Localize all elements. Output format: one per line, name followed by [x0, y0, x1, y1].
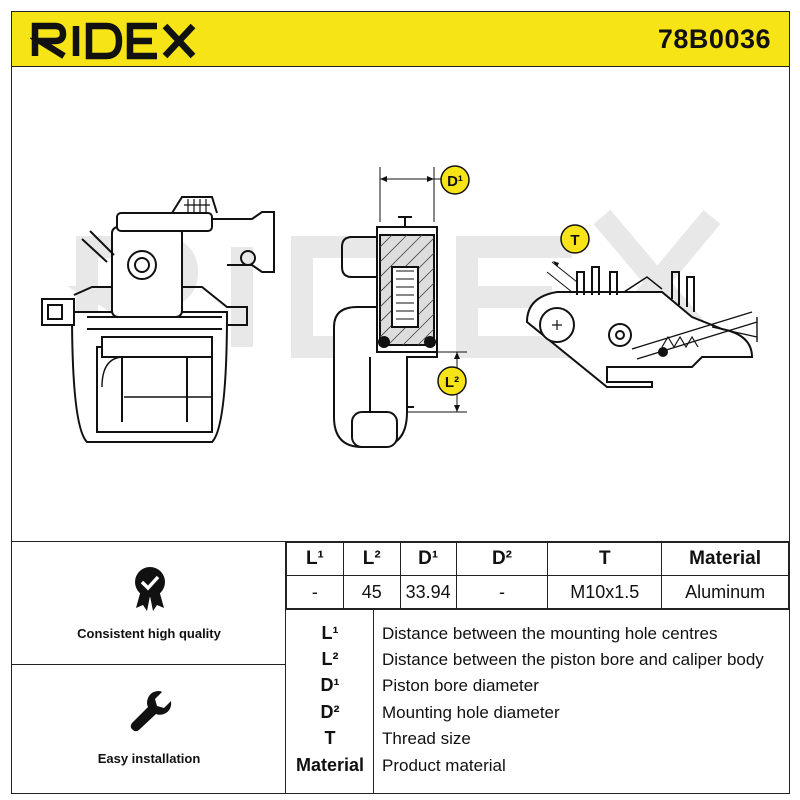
spec-header-t: T	[547, 542, 663, 576]
spec-value-d2: -	[455, 575, 549, 609]
header-bar: 78B0036	[11, 11, 790, 67]
legend-desc: Distance between the mounting hole centr…	[382, 624, 718, 643]
spec-value-material: Aluminum	[661, 575, 789, 609]
legend-row: D¹ Piston bore diameter	[286, 672, 789, 698]
svg-text:D¹: D¹	[447, 173, 463, 190]
l2-badge: L²	[437, 366, 467, 396]
spec-header-l2: L²	[342, 542, 401, 576]
spec-value-l2: 45	[342, 575, 401, 609]
features-panel: Consistent high quality Easy installatio…	[12, 542, 286, 793]
feature-quality-label: Consistent high quality	[77, 626, 221, 641]
caliper-section-view	[333, 167, 467, 448]
specs-panel: Consistent high quality Easy installatio…	[11, 541, 790, 794]
svg-text:T: T	[570, 232, 579, 249]
divider	[12, 664, 286, 665]
legend-desc: Piston bore diameter	[382, 676, 539, 695]
legend-desc: Mounting hole diameter	[382, 703, 560, 722]
d1-badge: D¹	[440, 165, 470, 195]
legend-row: L² Distance between the piston bore and …	[286, 646, 789, 672]
caliper-drawing: D¹ L² T	[41, 165, 758, 448]
feature-quality: Consistent high quality	[12, 542, 286, 664]
legend: L¹ Distance between the mounting hole ce…	[286, 609, 789, 794]
spec-table: L¹ L² D¹ D² T Material - 45 33.94 - M10x…	[286, 542, 789, 609]
part-number: 78B0036	[657, 24, 771, 54]
legend-key: D²	[320, 702, 340, 722]
legend-key: L¹	[321, 623, 339, 643]
legend-key-column	[286, 610, 374, 794]
legend-key: Material	[295, 755, 365, 775]
caliper-side-view	[525, 261, 758, 388]
t-badge: T	[560, 224, 590, 254]
spec-header-material: Material	[661, 542, 789, 576]
feature-installation: Easy installation	[12, 665, 286, 793]
legend-desc: Thread size	[382, 729, 471, 748]
spec-header-d1: D¹	[399, 542, 457, 576]
spec-header-l1: L¹	[286, 542, 344, 576]
legend-desc: Product material	[382, 756, 506, 775]
medal-check-icon	[135, 567, 165, 611]
legend-key: T	[324, 728, 336, 748]
legend-row: Material Product material	[286, 752, 789, 778]
spec-value-t: M10x1.5	[547, 575, 663, 609]
spec-header-d2: D²	[455, 542, 549, 576]
brand-logo	[30, 22, 196, 60]
caliper-front-view	[41, 196, 275, 443]
spec-header-row: L¹ L² D¹ D² T Material	[286, 542, 789, 576]
svg-text:L²: L²	[445, 374, 459, 391]
wrench-icon	[130, 691, 172, 732]
spec-value-l1: -	[286, 575, 344, 609]
spec-value-d1: 33.94	[399, 575, 457, 609]
legend-row: L¹ Distance between the mounting hole ce…	[286, 620, 789, 646]
legend-key: L²	[321, 649, 339, 669]
legend-row: T Thread size	[286, 725, 789, 751]
legend-row: D² Mounting hole diameter	[286, 699, 789, 725]
spec-value-row: - 45 33.94 - M10x1.5 Aluminum	[286, 575, 789, 609]
legend-desc: Distance between the piston bore and cal…	[382, 650, 764, 669]
feature-installation-label: Easy installation	[97, 751, 201, 766]
technical-drawing: D¹ L² T	[11, 67, 790, 541]
legend-key: D¹	[320, 675, 340, 695]
